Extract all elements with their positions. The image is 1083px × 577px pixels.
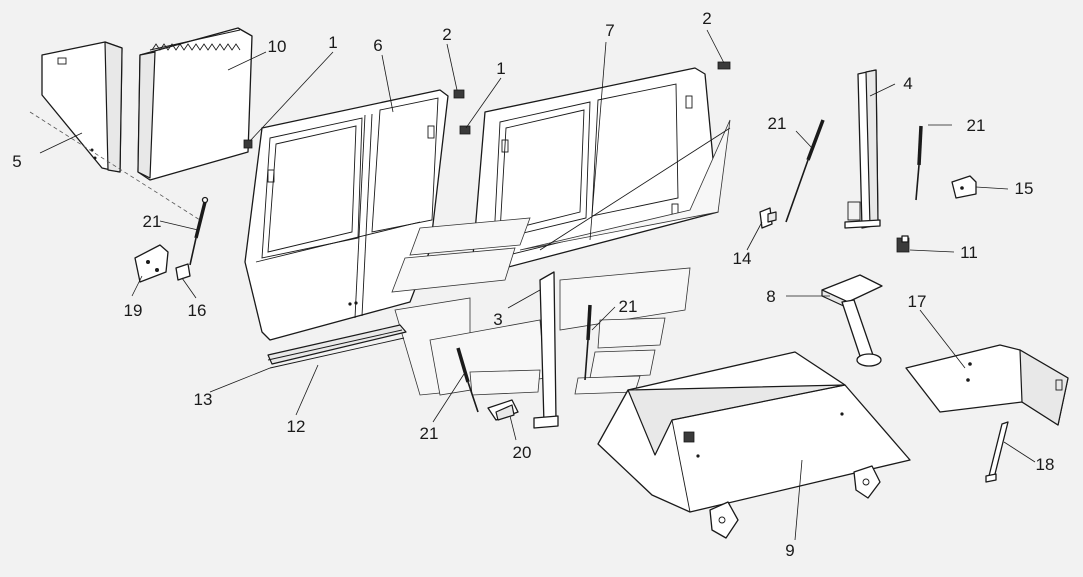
callout-4: 4 — [903, 74, 912, 93]
callout-15: 15 — [1015, 179, 1034, 198]
callout-21: 21 — [619, 297, 638, 316]
gas-strut-21-d — [456, 347, 479, 413]
callout-7: 7 — [605, 21, 614, 40]
part-16-plate — [175, 263, 191, 281]
callout-19: 19 — [124, 301, 143, 320]
callout-13: 13 — [194, 390, 213, 409]
callout-16: 16 — [188, 301, 207, 320]
leader-lines — [39, 29, 1036, 541]
hinge-parts — [243, 61, 731, 149]
callout-21: 21 — [967, 116, 986, 135]
part-10-filter-panel — [137, 27, 253, 181]
part-11-latch — [896, 235, 910, 253]
gas-strut-21-b — [785, 119, 825, 223]
callout-2: 2 — [702, 9, 711, 28]
part-15-bracket — [951, 175, 977, 199]
part-3-cabin-shell — [391, 119, 731, 396]
gas-strut-21-a — [189, 196, 209, 266]
callout-9: 9 — [785, 541, 794, 560]
callout-5: 5 — [12, 152, 21, 171]
callout-18: 18 — [1036, 455, 1055, 474]
callout-21: 21 — [420, 424, 439, 443]
center-post — [533, 271, 559, 429]
callout-2: 2 — [442, 25, 451, 44]
callout-17: 17 — [908, 292, 927, 311]
part-6-left-door — [244, 89, 449, 341]
callout-20: 20 — [513, 443, 532, 462]
callout-10: 10 — [268, 37, 287, 56]
callout-11: 11 — [960, 243, 978, 262]
part-14-bracket — [759, 207, 777, 229]
callout-1: 1 — [496, 59, 505, 78]
part-9-cover-panel — [597, 351, 911, 539]
callout-1: 1 — [328, 33, 337, 52]
gas-strut-21-c — [915, 125, 923, 201]
gas-strut-21-e — [584, 304, 592, 381]
callout-14: 14 — [733, 249, 752, 268]
part-4-post — [844, 69, 881, 229]
part-18-bar — [985, 421, 1009, 483]
callout-8: 8 — [766, 287, 775, 306]
part-5-side-panel — [41, 41, 123, 173]
callout-21: 21 — [143, 212, 162, 231]
part-20-bracket — [487, 399, 519, 421]
part-19-bracket — [134, 244, 169, 283]
callout-21: 21 — [768, 114, 787, 133]
part-8-seat-stand — [821, 274, 883, 367]
callout-3: 3 — [493, 310, 502, 329]
callout-12: 12 — [287, 417, 306, 436]
callout-labels: 1 1 2 2 3 4 5 6 7 8 9 10 11 12 13 14 15 … — [12, 9, 1054, 560]
callout-6: 6 — [373, 36, 382, 55]
part-12-13-sill — [267, 324, 407, 369]
part-17-tray — [905, 344, 1069, 426]
